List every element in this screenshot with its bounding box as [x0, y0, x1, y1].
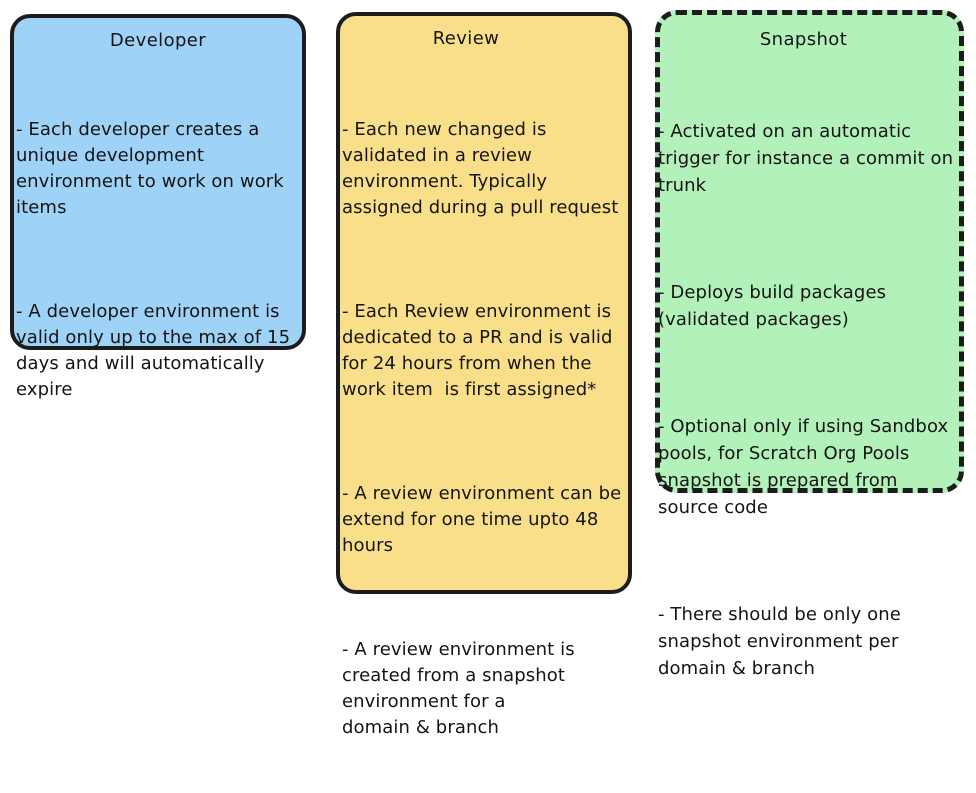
card-snapshot[interactable]: Snapshot - Activated on an automatic tri… [655, 10, 964, 679]
card-review-paragraph-4: - A review environment is created from a… [342, 638, 575, 738]
card-review-body: - Each new changed is validated in a rev… [342, 65, 628, 793]
card-snapshot-paragraph-1: - Activated on an automatic trigger for … [658, 120, 959, 196]
card-review[interactable]: Review - Each new changed is validated i… [336, 12, 632, 738]
card-developer-title: Developer [109, 30, 207, 51]
card-snapshot-body: - Activated on an automatic trigger for … [658, 64, 959, 736]
diagram-canvas: Developer - Each developer creates a uni… [10, 10, 964, 738]
card-review-paragraph-3: - A review environment can be extend for… [342, 482, 628, 556]
card-review-title: Review [432, 28, 500, 49]
card-snapshot-paragraph-3: - Optional only if using Sandbox pools, … [658, 415, 955, 518]
card-review-paragraph-1: - Each new changed is validated in a rev… [342, 118, 619, 218]
card-developer[interactable]: Developer - Each developer creates a uni… [10, 14, 306, 400]
card-snapshot-paragraph-4: - There should be only one snapshot envi… [658, 603, 907, 679]
card-developer-paragraph-1: - Each developer creates a unique develo… [16, 118, 290, 218]
card-snapshot-paragraph-2: - Deploys build packages (validated pack… [658, 281, 892, 330]
card-developer-body: - Each developer creates a unique develo… [16, 65, 302, 455]
card-developer-paragraph-2: - A developer environment is valid only … [16, 300, 296, 400]
card-review-paragraph-2: - Each Review environment is dedicated t… [342, 300, 619, 400]
card-snapshot-title: Snapshot [759, 29, 848, 50]
